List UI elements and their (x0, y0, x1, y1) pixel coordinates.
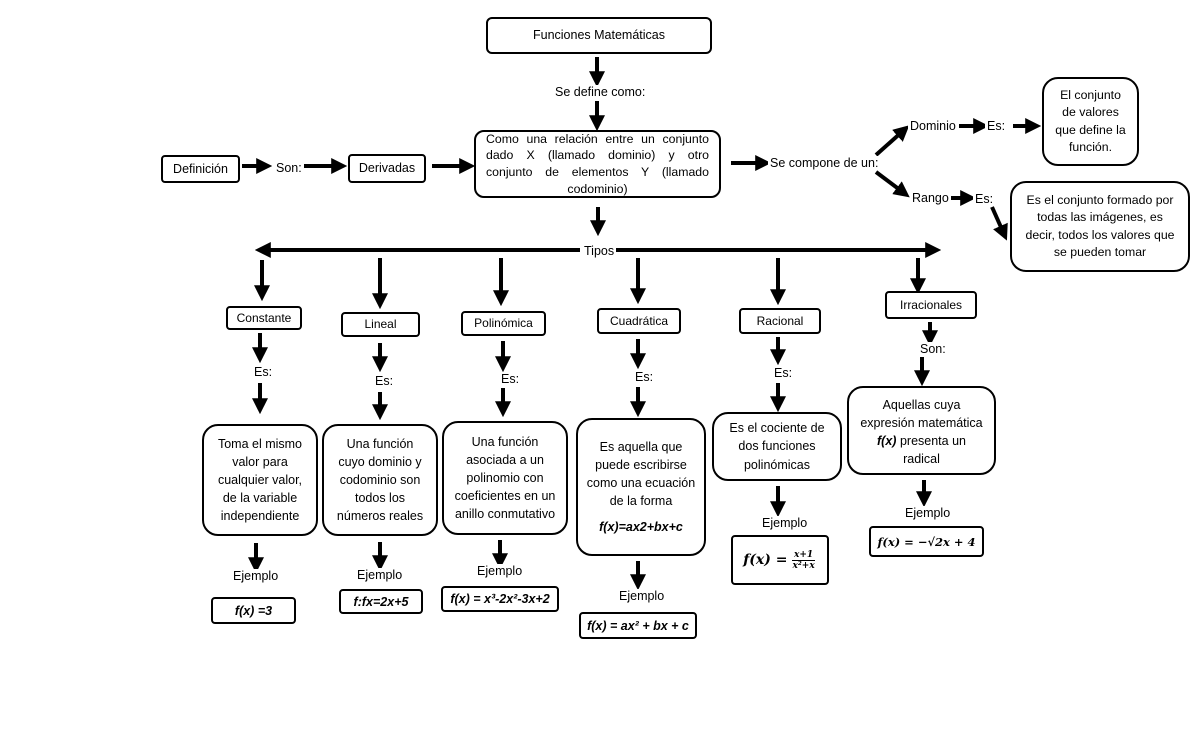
lineal-description: Una función cuyo dominio y codominio son… (322, 424, 438, 536)
polinomica-ejemplo-label: Ejemplo (475, 564, 525, 578)
cuadratica-desc-text: Es aquella que puede escribirse como una… (586, 439, 696, 509)
irracionales-ejemplo-label: Ejemplo (903, 506, 953, 520)
racional-ejemplo-label: Ejemplo (760, 516, 810, 530)
racional-example-fraction: x+1 x²+x (791, 550, 817, 571)
irracionales-desc-part2: presenta un radical (899, 434, 966, 467)
title-box: Funciones Matemáticas (486, 17, 712, 54)
polinomica-description: Una función asociada a un polinomio con … (442, 421, 568, 535)
racional-es-label: Es: (772, 366, 795, 380)
racional-example-numerator: x+1 (792, 549, 816, 561)
se-define-label: Se define como: (553, 85, 648, 99)
arrow-compone-dominio (874, 125, 910, 157)
irracionales-son-label: Son: (918, 342, 948, 356)
type-cuadratica: Cuadrática (597, 308, 681, 334)
tipos-label: Tipos (582, 244, 617, 258)
cuadratica-formula: f(x)=ax2+bx+c (599, 520, 683, 535)
polinomica-es-label: Es: (499, 372, 522, 386)
son-label: Son: (274, 161, 304, 175)
rango-label: Rango (910, 191, 951, 205)
derivadas-box: Derivadas (348, 154, 426, 183)
se-compone-label: Se compone de un: (768, 156, 881, 170)
arrow-es-rango-text (990, 206, 1008, 241)
lineal-example: f:fx=2x+5 (339, 589, 423, 614)
dominio-label: Dominio (908, 119, 958, 133)
rango-es-label: Es: (973, 192, 996, 206)
irracionales-description: Aquellas cuya expresión matemática f(x) … (847, 386, 996, 475)
relacion-box: Como una relación entre un conjunto dado… (474, 130, 721, 198)
racional-example: f(x) = x+1 x²+x (731, 535, 829, 585)
racional-example-denominator: x²+x (792, 560, 815, 571)
lineal-ejemplo-label: Ejemplo (355, 568, 405, 582)
type-polinomica: Polinómica (461, 311, 546, 336)
type-lineal: Lineal (341, 312, 420, 337)
polinomica-example: f(x) = x³-2x²-3x+2 (441, 586, 559, 612)
rango-definition-box: Es el conjunto formado por todas las imá… (1010, 181, 1190, 272)
irracionales-example: f(x) = −√2x + 4 (869, 526, 984, 557)
cuadratica-description: Es aquella que puede escribirse como una… (576, 418, 706, 556)
constante-example: f(x) =3 (211, 597, 296, 624)
dominio-definition-box: El conjunto de valores que define la fun… (1042, 77, 1139, 166)
type-constante: Constante (226, 306, 302, 330)
cuadratica-ejemplo-label: Ejemplo (617, 589, 667, 603)
irracionales-desc-part1: Aquellas cuya expresión matemática (860, 398, 983, 431)
constante-es-label: Es: (252, 365, 275, 379)
dominio-es-label: Es: (985, 119, 1008, 133)
irracionales-desc-fx: f(x) (877, 434, 897, 449)
cuadratica-es-label: Es: (633, 370, 656, 384)
constante-ejemplo-label: Ejemplo (231, 569, 281, 583)
racional-description: Es el cociente de dos funciones polinómi… (712, 412, 842, 481)
arrow-compone-rango (874, 170, 910, 198)
type-racional: Racional (739, 308, 821, 334)
definicion-box: Definición (161, 155, 240, 183)
constante-description: Toma el mismo valor para cualquier valor… (202, 424, 318, 536)
type-irracionales: Irracionales (885, 291, 977, 319)
racional-example-lhs: f(x) = (743, 552, 788, 568)
cuadratica-example: f(x) = ax² + bx + c (579, 612, 697, 639)
lineal-es-label: Es: (373, 374, 396, 388)
